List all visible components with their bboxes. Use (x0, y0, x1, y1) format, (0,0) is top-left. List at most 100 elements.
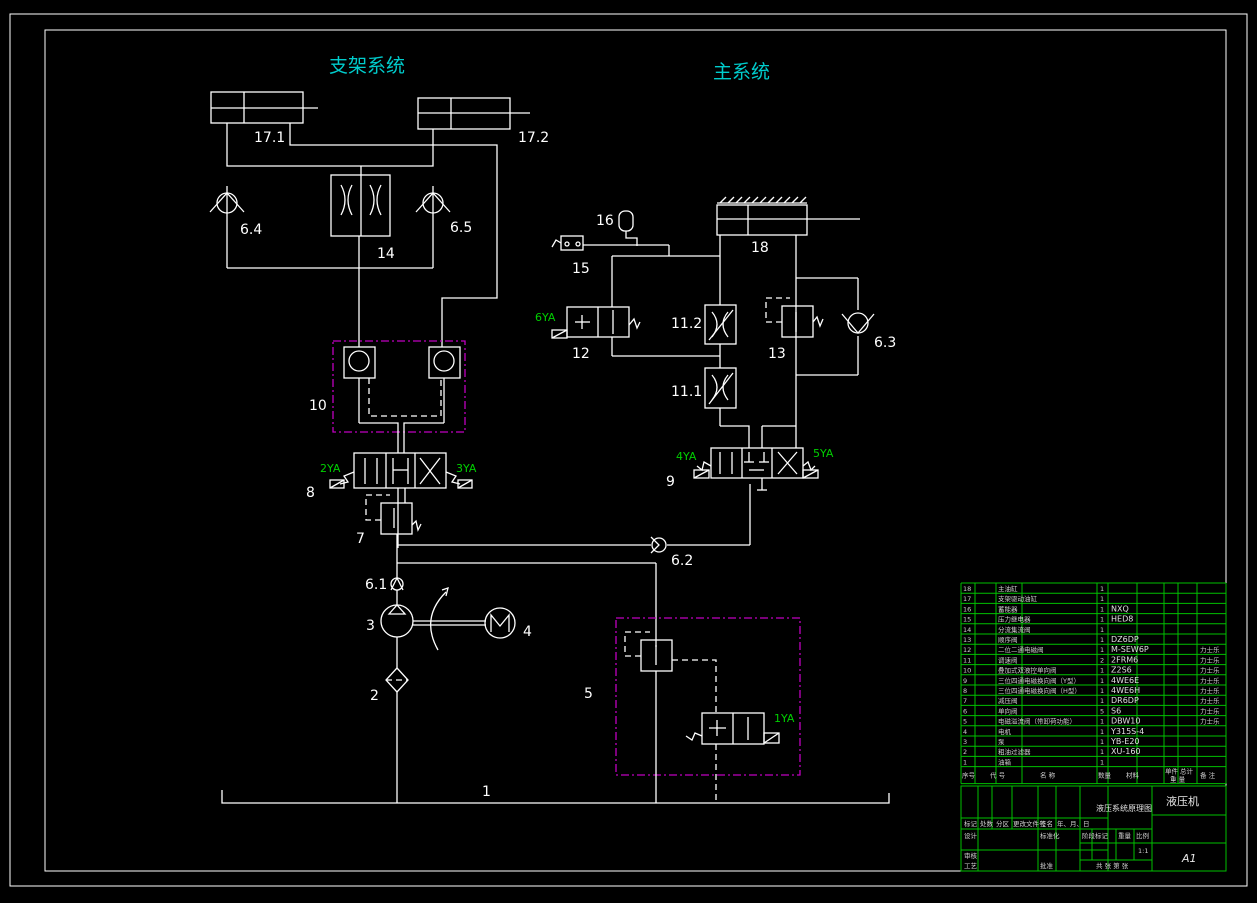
parts-row-name: 泵 (998, 738, 1005, 746)
label-9: 9 (666, 474, 675, 490)
outer-sheet-border (9, 13, 1248, 887)
label-6-1: 6.1 (365, 577, 387, 593)
label-14: 14 (377, 246, 395, 262)
support-cylinder-17-1 (210, 91, 318, 124)
parts-row-model: Z2S6 (1111, 666, 1132, 675)
parts-row-no: 18 (963, 585, 971, 593)
parts-row-no: 10 (963, 667, 971, 675)
support-piping (226, 123, 498, 347)
parts-row-model: HED8 (1111, 615, 1133, 624)
label-12: 12 (572, 346, 590, 362)
tb-weight: 重量 (1118, 832, 1132, 840)
support-cylinder-17-2 (417, 97, 530, 130)
parts-row-qty: 1 (1100, 636, 1104, 644)
tb-sheets: 共 张 第 张 (1096, 861, 1129, 870)
tb-approve: 批准 (1040, 861, 1054, 870)
parts-row-no: 7 (963, 697, 967, 705)
parts-row-note: 力士乐 (1200, 706, 1220, 715)
parts-row-qty: 1 (1100, 718, 1104, 726)
filter-2 (385, 667, 409, 803)
parts-row-qty: 1 (1100, 758, 1104, 766)
label-11-1: 11.1 (671, 384, 702, 400)
flow-divider-14 (330, 174, 391, 237)
parts-row-model: Y315S-4 (1110, 727, 1144, 736)
parts-row-no: 3 (963, 738, 967, 746)
solenoid-4ya: 4YA (676, 450, 697, 463)
tb-mark: 标记 (964, 819, 978, 828)
parts-row-qty: 1 (1100, 605, 1104, 613)
tb-standard: 标准化 (1040, 831, 1060, 840)
parts-row-no: 16 (963, 605, 971, 613)
sequence-valve-13 (765, 297, 824, 338)
relief-valve-block-5 (615, 617, 801, 776)
parts-row-model: DBW10 (1111, 717, 1140, 726)
parts-row-name: 单向阀 (998, 706, 1018, 715)
parts-row-name: 粗油过滤器 (998, 747, 1031, 756)
parts-row-qty: 1 (1100, 748, 1104, 756)
parts-row-name: 减压阀 (998, 696, 1018, 705)
tb-product: 液压机 (1166, 794, 1199, 808)
solenoid-2ya: 2YA (320, 462, 341, 475)
tb-review: 审核 (964, 851, 978, 860)
label-6-4: 6.4 (240, 222, 262, 238)
parts-row-qty: 1 (1100, 616, 1104, 624)
parts-row-qty: 1 (1100, 728, 1104, 736)
solenoid-3ya: 3YA (456, 462, 477, 475)
parts-row-name: 支架驱动油缸 (998, 594, 1038, 603)
parts-row-note: 力士乐 (1200, 666, 1220, 675)
parts-row-name: 蓄能器 (998, 604, 1018, 613)
parts-row-no: 14 (963, 626, 971, 634)
parts-row-name: 三位四通电磁换向阀（H型） (998, 686, 1081, 695)
parts-row-qty: 1 (1100, 687, 1104, 695)
parts-row-no: 5 (963, 718, 967, 726)
parts-row-name: 叠加式双液控单向阀 (998, 666, 1057, 675)
main-system-title: 主系统 (713, 61, 770, 83)
tb-process: 工艺 (964, 862, 978, 870)
parts-row-no: 12 (963, 646, 971, 654)
label-8: 8 (306, 485, 315, 501)
label-6-3: 6.3 (874, 335, 896, 351)
check-valve-6-1 (390, 576, 404, 605)
tb-scale: 比例 (1136, 831, 1149, 840)
parts-row-model: M-SEW6P (1111, 645, 1149, 654)
label-1: 1 (482, 784, 491, 800)
directional-valve-8 (329, 452, 473, 548)
parts-row-name: 电磁溢流阀（带卸荷功能） (998, 717, 1076, 726)
parts-row-no: 9 (963, 677, 967, 685)
main-cylinder-18 (716, 196, 860, 236)
tb-change-doc: 更改文件号 (1013, 819, 1046, 828)
tb-date: 年、月、日 (1057, 819, 1090, 828)
parts-header-qty: 数量 (1098, 771, 1112, 780)
check-valve-6-3 (841, 312, 875, 335)
tb-sign: 签名 (1040, 819, 1053, 828)
check-valve-6-2 (650, 536, 667, 554)
pressure-reducing-valve-7 (365, 494, 422, 535)
pump-3 (380, 587, 486, 668)
label-17-2: 17.2 (518, 130, 549, 146)
label-18: 18 (751, 240, 769, 256)
parts-row-model: NXQ (1111, 604, 1129, 613)
inner-sheet-border (44, 29, 1227, 872)
tb-drawing-name: 液压系统原理图 (1096, 803, 1152, 813)
parts-row-model: 2FRM6 (1111, 655, 1138, 664)
parts-row-qty: 2 (1100, 656, 1104, 664)
pilot-check-block-10 (332, 340, 466, 433)
parts-row-no: 2 (963, 748, 967, 756)
parts-row-name: 顺序阀 (998, 635, 1018, 644)
parts-row-note: 力士乐 (1200, 645, 1220, 654)
solenoid-5ya: 5YA (813, 447, 834, 460)
parts-row-model: YB-E20 (1110, 737, 1140, 746)
directional-valve-9 (693, 447, 819, 491)
parts-row-name: 分流集流阀 (998, 625, 1031, 634)
main-piping (611, 235, 859, 448)
parts-row-note: 力士乐 (1200, 686, 1220, 695)
parts-row-name: 电机 (998, 727, 1012, 736)
parts-row-name: 三位四通电磁换向阀（Y型） (998, 676, 1080, 685)
parts-header-no: 序号 (962, 771, 976, 780)
parts-row-name: 二位二通电磁阀 (998, 645, 1044, 654)
parts-row-qty: 1 (1100, 626, 1104, 634)
tb-sheet-size: A1 (1181, 852, 1197, 865)
parts-row-qty: 1 (1100, 677, 1104, 685)
label-6-2: 6.2 (671, 553, 693, 569)
